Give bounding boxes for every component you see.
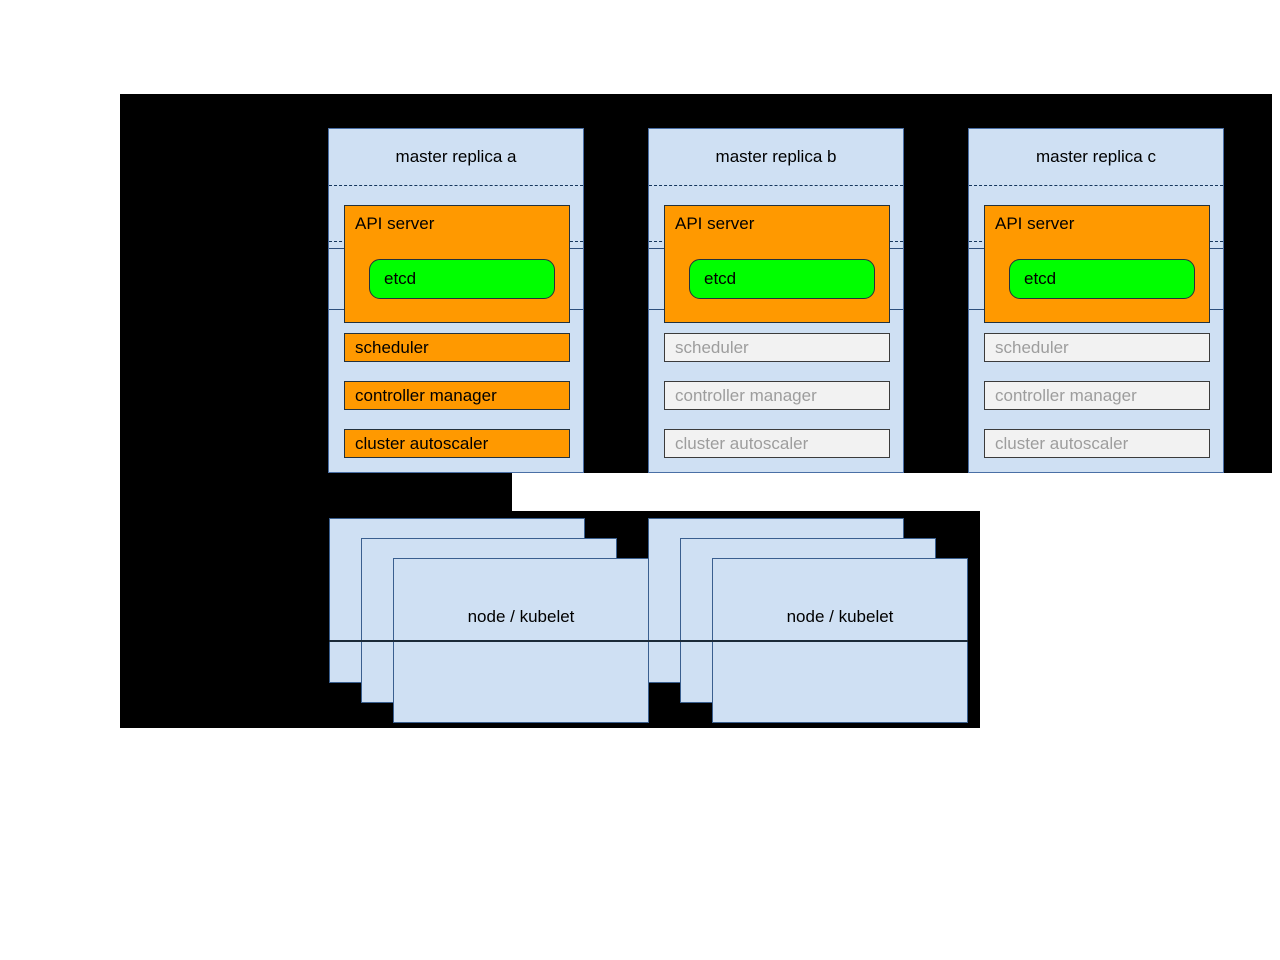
node-group-2-label: node / kubelet: [786, 607, 894, 626]
replica-a-scheduler[interactable]: scheduler: [344, 333, 570, 362]
node-group-1-label: node / kubelet: [467, 607, 575, 626]
master-replica-b-title: master replica b: [715, 147, 837, 166]
master-replica-c[interactable]: master replica c API server etcd schedul…: [968, 128, 1224, 473]
replica-a-dashed-separator-top: [329, 185, 583, 186]
replica-c-api-server-label: API server: [995, 214, 1075, 233]
replica-c-controller-manager[interactable]: controller manager: [984, 381, 1210, 410]
backdrop-plate-left: [120, 473, 512, 511]
replica-c-scheduler[interactable]: scheduler: [984, 333, 1210, 362]
backdrop-gap: [512, 473, 982, 511]
replica-a-cluster-autoscaler[interactable]: cluster autoscaler: [344, 429, 570, 458]
node-group-2-crossline: [648, 640, 968, 642]
replica-a-api-server-label: API server: [355, 214, 435, 233]
replica-a-api-server[interactable]: API server etcd: [344, 205, 570, 323]
replica-c-cluster-autoscaler[interactable]: cluster autoscaler: [984, 429, 1210, 458]
replica-a-controller-manager[interactable]: controller manager: [344, 381, 570, 410]
replica-b-api-server-label: API server: [675, 214, 755, 233]
replica-a-etcd[interactable]: etcd: [369, 259, 555, 299]
master-replica-a-title: master replica a: [395, 147, 517, 166]
replica-b-controller-manager[interactable]: controller manager: [664, 381, 890, 410]
master-replica-b[interactable]: master replica b API server etcd schedul…: [648, 128, 904, 473]
master-replica-c-title: master replica c: [1036, 147, 1156, 166]
replica-c-etcd[interactable]: etcd: [1009, 259, 1195, 299]
replica-b-cluster-autoscaler[interactable]: cluster autoscaler: [664, 429, 890, 458]
node-group-1-crossline: [329, 640, 649, 642]
master-replica-a[interactable]: master replica a API server etcd schedul…: [328, 128, 584, 473]
replica-b-etcd[interactable]: etcd: [689, 259, 875, 299]
replica-b-dashed-separator-top: [649, 185, 903, 186]
replica-c-api-server[interactable]: API server etcd: [984, 205, 1210, 323]
replica-b-api-server[interactable]: API server etcd: [664, 205, 890, 323]
replica-b-scheduler[interactable]: scheduler: [664, 333, 890, 362]
replica-c-dashed-separator-top: [969, 185, 1223, 186]
